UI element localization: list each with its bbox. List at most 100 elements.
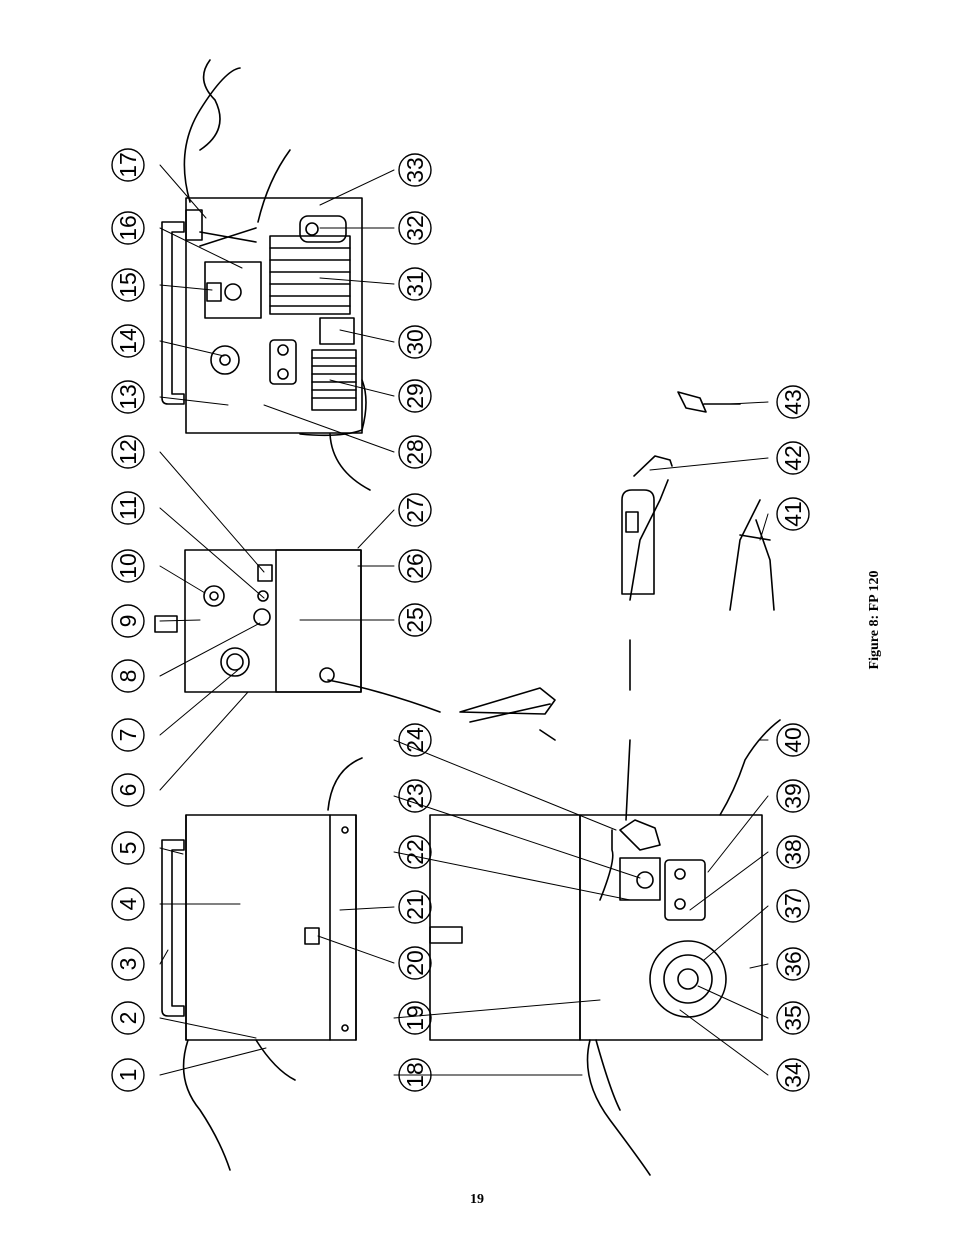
svg-text:29: 29 bbox=[402, 383, 428, 409]
svg-text:12: 12 bbox=[115, 439, 141, 465]
ground-cable-bottom bbox=[719, 719, 781, 816]
torch-cable-loop-left bbox=[182, 1039, 296, 1171]
callout-31: 31 bbox=[398, 267, 432, 301]
svg-text:2: 2 bbox=[115, 1012, 141, 1025]
svg-text:10: 10 bbox=[115, 553, 141, 579]
callout-19: 19 bbox=[398, 1001, 432, 1035]
figure-caption: Figure 8: FP 120 bbox=[858, 560, 892, 680]
svg-text:5: 5 bbox=[115, 842, 141, 855]
cabinet-base-rail bbox=[329, 814, 357, 1041]
gun-connector-icon bbox=[220, 647, 250, 677]
callout-3: 3 bbox=[111, 947, 145, 981]
callout-41: 41 bbox=[776, 497, 810, 531]
rotary-control-center bbox=[219, 354, 231, 366]
front-frame bbox=[184, 549, 362, 693]
callout-30: 30 bbox=[398, 325, 432, 359]
svg-text:25: 25 bbox=[402, 607, 428, 633]
svg-text:1: 1 bbox=[115, 1069, 141, 1082]
callout-27: 27 bbox=[398, 493, 432, 527]
fan-motor-shaft bbox=[305, 222, 319, 236]
power-cord-top bbox=[257, 149, 291, 223]
ground-lead-grommet bbox=[319, 667, 335, 683]
svg-text:32: 32 bbox=[402, 215, 428, 241]
callout-24: 24 bbox=[398, 723, 432, 757]
rectifier-30 bbox=[319, 317, 355, 345]
polarity-minus-icon bbox=[674, 868, 686, 880]
callout-13: 13 bbox=[111, 380, 145, 414]
foot-front bbox=[341, 1024, 349, 1032]
callout-39: 39 bbox=[776, 779, 810, 813]
callout-2: 2 bbox=[111, 1001, 145, 1035]
ground-cable-top bbox=[329, 433, 371, 491]
relay-circle bbox=[224, 283, 242, 301]
svg-text:14: 14 bbox=[115, 328, 141, 354]
handle-end bbox=[154, 615, 178, 633]
svg-text:23: 23 bbox=[402, 783, 428, 809]
panel-frame bbox=[185, 197, 363, 434]
wire-spool-icon bbox=[649, 940, 727, 1018]
ground-cable-front bbox=[327, 679, 441, 713]
callout-5: 5 bbox=[111, 831, 145, 865]
fan-motor-32 bbox=[299, 215, 347, 243]
svg-text:26: 26 bbox=[402, 553, 428, 579]
callout-11: 11 bbox=[111, 491, 145, 525]
spool-hub-icon bbox=[677, 968, 699, 990]
svg-text:20: 20 bbox=[402, 950, 428, 976]
callout-28: 28 bbox=[398, 435, 432, 469]
ground-clamp-41 bbox=[729, 499, 775, 611]
svg-text:39: 39 bbox=[780, 783, 806, 809]
spool-hub bbox=[185, 209, 203, 241]
svg-text:4: 4 bbox=[115, 897, 141, 910]
front-bezel bbox=[299, 379, 367, 437]
power-cord-side bbox=[327, 757, 363, 811]
callout-42: 42 bbox=[776, 441, 810, 475]
view-cabinet-side bbox=[161, 757, 363, 1171]
callout-29: 29 bbox=[398, 379, 432, 413]
svg-text:9: 9 bbox=[115, 615, 141, 628]
view-internal-panel bbox=[161, 59, 371, 491]
svg-text:41: 41 bbox=[780, 501, 806, 527]
cabinet-handle bbox=[161, 839, 185, 1017]
callout-38: 38 bbox=[776, 835, 810, 869]
spool-inner bbox=[663, 954, 713, 1004]
svg-text:28: 28 bbox=[402, 439, 428, 465]
drive-roll-plate bbox=[619, 857, 661, 901]
latch-icon bbox=[304, 927, 320, 945]
handle bbox=[161, 221, 185, 405]
torch-cable bbox=[625, 739, 631, 821]
callout-25: 25 bbox=[398, 603, 432, 637]
callout-35: 35 bbox=[776, 1001, 810, 1035]
callout-34: 34 bbox=[776, 1058, 810, 1092]
callout-37: 37 bbox=[776, 889, 810, 923]
svg-text:36: 36 bbox=[780, 951, 806, 977]
gun-connector-inner bbox=[226, 653, 244, 671]
callout-7: 7 bbox=[111, 718, 145, 752]
svg-text:17: 17 bbox=[115, 152, 141, 178]
power-switch-icon bbox=[257, 564, 273, 582]
lower-front-panel bbox=[275, 549, 362, 693]
svg-text:22: 22 bbox=[402, 839, 428, 865]
door-latch-icon bbox=[429, 926, 463, 944]
drive-roll-icon bbox=[636, 871, 654, 889]
view-front-panel bbox=[154, 549, 556, 741]
callout-4: 4 bbox=[111, 887, 145, 921]
callout-32: 32 bbox=[398, 211, 432, 245]
relay-board bbox=[204, 261, 262, 319]
callout-43: 43 bbox=[776, 385, 810, 419]
callout-10: 10 bbox=[111, 549, 145, 583]
foot-rear bbox=[341, 826, 349, 834]
svg-text:3: 3 bbox=[115, 958, 141, 971]
contact-tip-43 bbox=[677, 391, 741, 413]
callout-33: 33 bbox=[398, 153, 432, 187]
terminal-plus-icon bbox=[277, 368, 289, 380]
callout-12: 12 bbox=[111, 435, 145, 469]
svg-text:6: 6 bbox=[115, 784, 141, 797]
callout-16: 16 bbox=[111, 211, 145, 245]
svg-text:33: 33 bbox=[402, 157, 428, 183]
svg-text:16: 16 bbox=[115, 215, 141, 241]
svg-text:30: 30 bbox=[402, 329, 428, 355]
torch-cable-upper bbox=[629, 479, 669, 691]
callout-1: 1 bbox=[111, 1058, 145, 1092]
gun-inlet-icon bbox=[619, 819, 661, 851]
